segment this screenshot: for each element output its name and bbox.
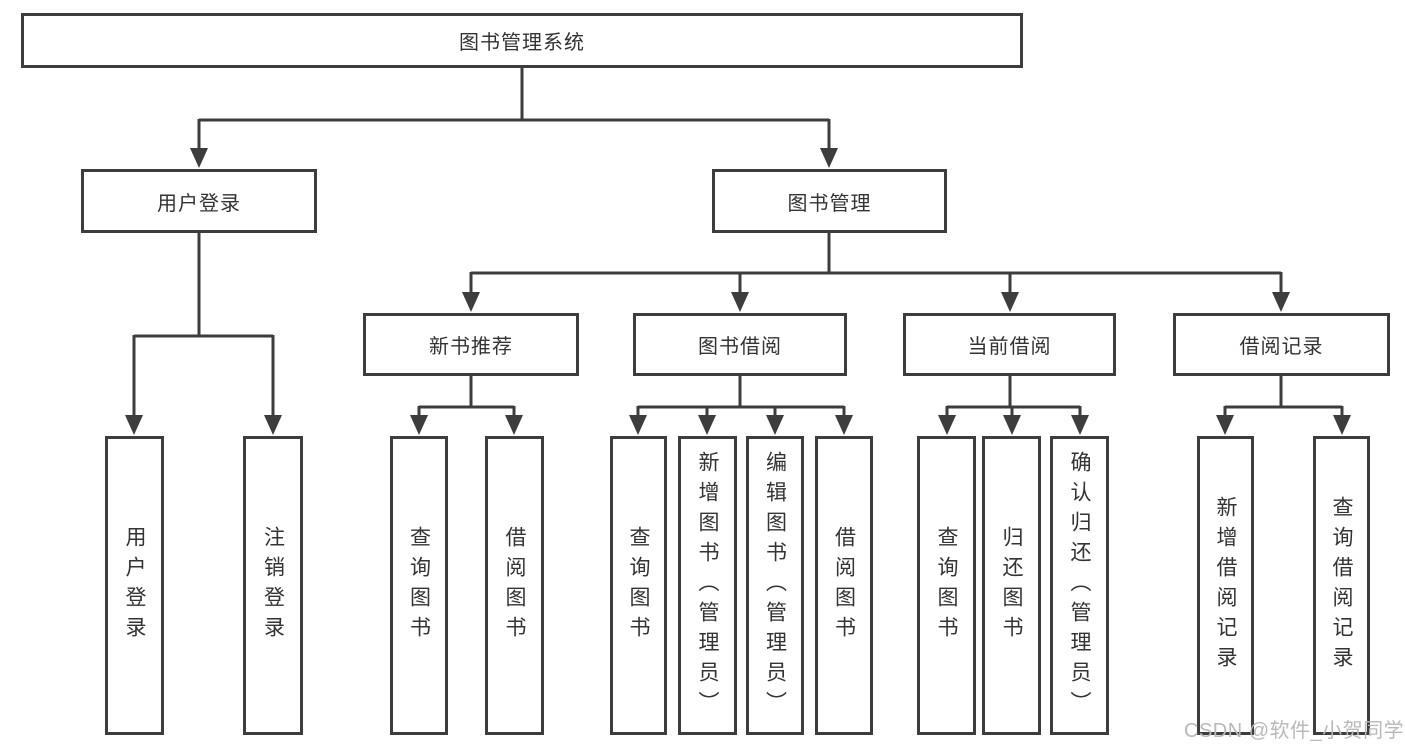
node-new-book-recommend: 新书推荐: [363, 313, 579, 376]
node-label: 借阅记录: [1239, 336, 1324, 358]
leaf-label: 新增图书（管理员）: [696, 450, 719, 721]
leaf-label: 确认归还（管理员）: [1068, 450, 1091, 721]
leaf-query-books-recommend: 查询图书: [390, 436, 448, 735]
leaf-user-login: 用户登录: [105, 436, 164, 735]
arrow-down-icon: [835, 415, 853, 435]
arrow-down-icon: [629, 415, 647, 435]
leaf-return-book: 归还图书: [982, 436, 1041, 735]
leaf-confirm-return-admin: 确认归还（管理员）: [1050, 436, 1109, 735]
arrowheads: [125, 148, 1351, 435]
leaf-label: 查询借阅记录: [1330, 495, 1353, 676]
connector-user-login-to-leaves: [132, 233, 275, 417]
arrow-down-icon: [820, 148, 838, 168]
leaf-label: 新增借阅记录: [1214, 495, 1237, 676]
leaf-label: 借阅图书: [832, 525, 856, 646]
arrow-down-icon: [125, 415, 143, 435]
leaf-edit-book-admin: 编辑图书（管理员）: [746, 436, 804, 735]
leaf-label: 借阅图书: [503, 525, 526, 646]
arrow-down-icon: [410, 415, 428, 435]
leaf-label: 归还图书: [1000, 525, 1023, 646]
leaf-label: 编辑图书（管理员）: [763, 450, 787, 721]
leaf-add-book-admin: 新增图书（管理员）: [678, 436, 737, 735]
connector-book-management-to-level3: [469, 233, 1283, 294]
arrow-down-icon: [1001, 292, 1019, 312]
arrow-down-icon: [938, 415, 956, 435]
arrow-down-icon: [766, 415, 784, 435]
leaf-query-books-current: 查询图书: [917, 436, 976, 735]
leaf-logout: 注销登录: [243, 436, 303, 735]
arrow-down-icon: [462, 292, 480, 312]
node-label: 图书借阅: [698, 336, 782, 358]
node-book-borrow: 图书借阅: [633, 313, 847, 376]
arrow-down-icon: [1071, 415, 1089, 435]
leaf-query-books-borrow: 查询图书: [610, 436, 667, 735]
arrow-down-icon: [1333, 415, 1351, 435]
connector-new-book-recommend-to-leaves: [417, 376, 516, 417]
watermark-text: CSDN @软件_小贺同学: [1184, 720, 1405, 742]
connector-book-borrow-to-leaves: [636, 376, 846, 417]
arrow-down-icon: [505, 415, 523, 435]
connector-current-borrow-to-leaves: [945, 376, 1082, 417]
node-label: 用户登录: [157, 192, 241, 215]
connector-borrow-records-to-leaves: [1223, 376, 1344, 417]
leaf-label: 查询图书: [627, 525, 650, 646]
leaf-label: 注销登录: [261, 525, 285, 646]
node-label: 当前借阅: [967, 336, 1052, 358]
arrow-down-icon: [190, 148, 208, 168]
leaf-label: 查询图书: [935, 525, 958, 646]
leaf-query-borrow-record: 查询借阅记录: [1313, 436, 1370, 735]
node-book-management-system: 图书管理系统: [21, 13, 1023, 68]
leaf-borrow-books-recommend: 借阅图书: [485, 436, 544, 735]
node-label: 图书管理系统: [459, 32, 585, 54]
arrow-down-icon: [1272, 292, 1290, 312]
node-user-login: 用户登录: [81, 169, 317, 233]
arrow-down-icon: [264, 415, 282, 435]
leaf-label: 用户登录: [123, 525, 146, 646]
arrow-down-icon: [698, 415, 716, 435]
leaf-add-borrow-record: 新增借阅记录: [1197, 436, 1254, 735]
connector-root-to-level2: [197, 68, 831, 150]
node-book-management: 图书管理: [712, 169, 947, 233]
node-current-borrow: 当前借阅: [903, 313, 1116, 376]
arrow-down-icon: [731, 292, 749, 312]
leaf-borrow-books: 借阅图书: [815, 436, 873, 735]
node-borrow-records: 借阅记录: [1173, 313, 1390, 376]
arrow-down-icon: [1216, 415, 1234, 435]
node-label: 图书管理: [787, 192, 872, 215]
arrow-down-icon: [1003, 415, 1021, 435]
node-label: 新书推荐: [429, 336, 513, 358]
leaf-label: 查询图书: [407, 525, 431, 646]
